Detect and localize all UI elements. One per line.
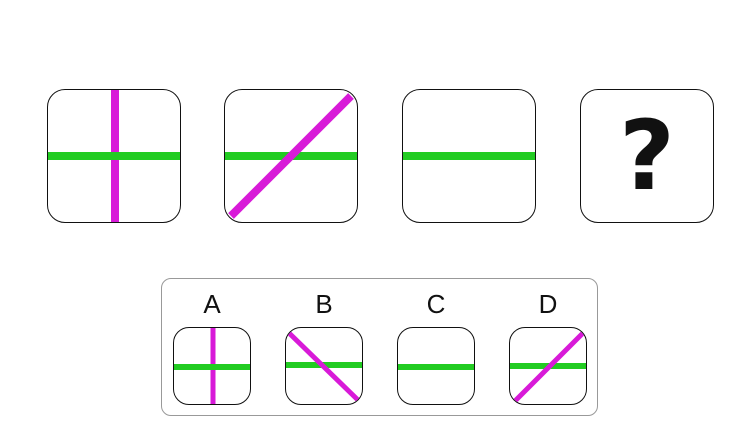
horizontal-figure xyxy=(403,152,535,160)
sequence-tile-2 xyxy=(224,89,358,223)
option-a-tile[interactable] xyxy=(173,327,251,405)
horizontal-figure xyxy=(398,364,474,370)
magenta-diagonal-line xyxy=(228,93,354,219)
magenta-diagonal-line xyxy=(512,330,586,404)
option-b-tile[interactable] xyxy=(285,327,363,405)
option-label-c: C xyxy=(426,289,446,319)
diagonal-figure xyxy=(225,93,357,219)
sequence-tile-3 xyxy=(402,89,536,223)
diagonal-figure xyxy=(286,330,362,404)
cross-figure xyxy=(48,90,180,222)
option-c-tile[interactable] xyxy=(397,327,475,405)
magenta-diagonal-line xyxy=(286,330,362,404)
option-label-d: D xyxy=(538,289,558,319)
cross-figure xyxy=(174,328,250,404)
option-label-a: A xyxy=(203,289,221,319)
sequence-tile-4-unknown: ? xyxy=(580,89,714,223)
sequence-tile-1 xyxy=(47,89,181,223)
option-d-tile[interactable] xyxy=(509,327,587,405)
question-mark-icon: ? xyxy=(619,100,675,212)
diagonal-figure xyxy=(510,330,586,404)
option-label-b: B xyxy=(315,289,333,319)
